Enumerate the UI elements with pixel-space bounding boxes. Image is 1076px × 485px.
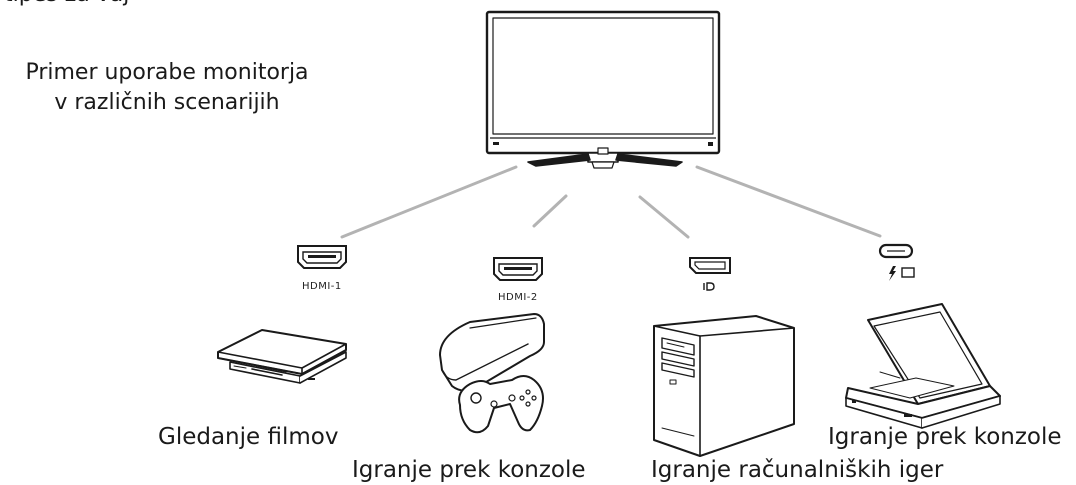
line-usbc bbox=[695, 165, 882, 238]
scenario-label-pc-gaming: Igranje računalniških iger bbox=[651, 457, 944, 483]
hdmi2-label: HDMI-2 bbox=[498, 292, 538, 303]
lightning-icon bbox=[889, 266, 896, 281]
monitor-icon bbox=[485, 10, 721, 169]
intro-line-2: v različnih scenarijih bbox=[54, 90, 280, 115]
scenario-label-laptop: Igranje prek konzole bbox=[828, 424, 1062, 450]
hdmi1-port-icon bbox=[297, 245, 347, 269]
scenario-label-movies: Gledanje filmov bbox=[158, 424, 339, 450]
laptop-icon bbox=[845, 303, 1001, 429]
desktop-pc-icon bbox=[653, 315, 795, 457]
intro-caption: Primer uporabe monitorja v različnih sce… bbox=[8, 58, 326, 118]
display-symbol-icon bbox=[901, 267, 915, 278]
line-dp bbox=[638, 195, 690, 239]
line-hdmi2 bbox=[532, 194, 568, 228]
hdmi1-label: HDMI-1 bbox=[302, 281, 342, 292]
scenario-label-console: Igranje prek konzole bbox=[352, 457, 586, 483]
intro-line-1: Primer uporabe monitorja bbox=[25, 60, 309, 85]
blu-ray-player-icon bbox=[217, 329, 347, 384]
line-hdmi1 bbox=[340, 165, 518, 239]
displayport-icon bbox=[689, 257, 731, 291]
cut-off-heading: tipes za vaj bbox=[4, 0, 129, 10]
game-console-icon bbox=[439, 313, 545, 434]
connector-lines bbox=[340, 165, 882, 239]
hdmi2-port-icon bbox=[493, 257, 543, 281]
usb-c-port-icon bbox=[878, 243, 915, 281]
